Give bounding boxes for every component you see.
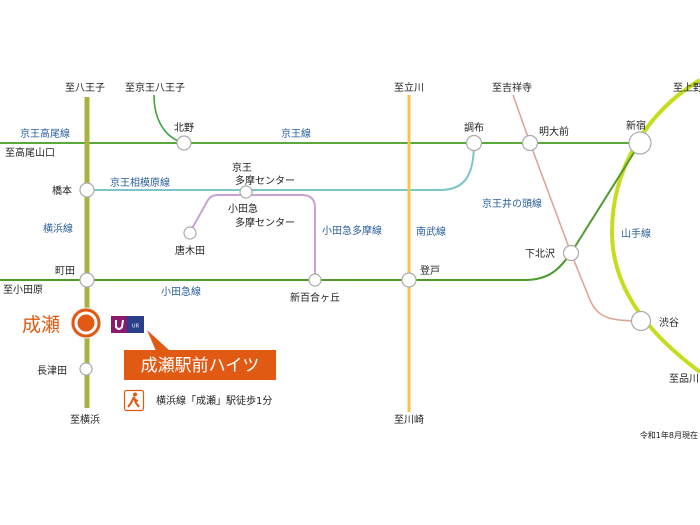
label-machida: 町田	[55, 266, 75, 277]
label-karakida: 唐木田	[175, 244, 205, 257]
line-label-yokohama: 横浜線	[43, 222, 73, 235]
station-hashimoto[interactable]	[79, 182, 95, 198]
label-naruse: 成瀬	[22, 314, 60, 336]
station-karakida[interactable]	[183, 226, 197, 240]
station-shinjuku[interactable]	[628, 131, 652, 155]
property-callout[interactable]	[124, 350, 276, 380]
direction-tachikawa: 至立川	[394, 81, 424, 94]
line-label-odakyu-tama: 小田急多摩線	[322, 224, 382, 237]
station-noborito[interactable]	[401, 272, 417, 288]
callout-pointer	[147, 330, 170, 351]
line-label-keio-sagamihara: 京王相模原線	[110, 176, 170, 189]
direction-odawara: 至小田原	[3, 284, 43, 296]
access-text: 横浜線「成瀬」駅徒歩1分	[156, 394, 272, 407]
ur-logo: UR	[111, 316, 144, 333]
label-noborito: 登戸	[420, 264, 440, 277]
line-label-odakyu: 小田急線	[161, 285, 201, 298]
label-shinjuku: 新宿	[626, 119, 646, 132]
walking-icon	[123, 389, 145, 412]
direction-hachioji: 至八王子	[65, 82, 105, 94]
direction-yokohama: 至横浜	[70, 413, 100, 426]
direction-ueno: 至上野	[673, 82, 700, 94]
label-shinyurigaoka: 新百合ヶ丘	[290, 291, 340, 304]
label-odakyu-tama-2: 多摩センター	[235, 216, 295, 229]
station-chofu[interactable]	[465, 134, 483, 152]
label-shibuya: 渋谷	[659, 316, 679, 329]
label-keio-tama-1: 京王	[232, 161, 252, 174]
property-name: 成瀬駅前ハイツ	[141, 356, 260, 376]
line-label-nambu: 南武線	[416, 225, 446, 238]
inokashira-line	[512, 94, 642, 322]
label-chofu: 調布	[464, 121, 484, 134]
label-hashimoto: 橋本	[52, 184, 72, 197]
station-shinyurigaoka[interactable]	[308, 273, 322, 287]
keio-sagamihara-line	[87, 142, 475, 191]
keio-hachioji-branch	[153, 94, 185, 144]
station-shimokitazawa[interactable]	[562, 244, 580, 262]
line-label-keio-takao: 京王高尾線	[20, 127, 70, 140]
date-note: 令和1年8月現在	[640, 430, 698, 440]
station-kitano[interactable]	[176, 135, 192, 151]
direction-takaosanguchi: 至高尾山口	[5, 146, 55, 159]
station-nagatsuta[interactable]	[79, 362, 93, 376]
line-label-yamanote: 山手線	[621, 227, 651, 240]
label-kitano: 北野	[174, 122, 194, 134]
station-tama-center[interactable]	[239, 185, 253, 199]
direction-kichijoji: 至吉祥寺	[492, 81, 532, 94]
direction-shinagawa: 至品川	[669, 373, 699, 385]
label-keio-tama-2: 多摩センター	[235, 174, 295, 187]
label-odakyu-tama-1: 小田急	[228, 202, 258, 215]
line-label-keio: 京王線	[281, 127, 311, 140]
ur-logo-text: UR	[132, 324, 140, 330]
direction-keio-hachioji: 至京王八王子	[125, 81, 185, 94]
station-shibuya[interactable]	[630, 310, 652, 332]
label-meidaimae: 明大前	[539, 125, 569, 138]
label-nagatsuta: 長津田	[37, 365, 67, 377]
odakyu-tama-line	[189, 194, 316, 280]
station-naruse-marker[interactable]	[70, 307, 102, 339]
direction-kawasaki: 至川崎	[394, 413, 424, 426]
label-shimokitazawa: 下北沢	[525, 247, 555, 260]
yamanote-line	[609, 78, 700, 374]
line-label-inokashira: 京王井の頭線	[482, 197, 542, 210]
station-machida[interactable]	[79, 272, 95, 288]
station-meidaimae[interactable]	[521, 134, 539, 152]
